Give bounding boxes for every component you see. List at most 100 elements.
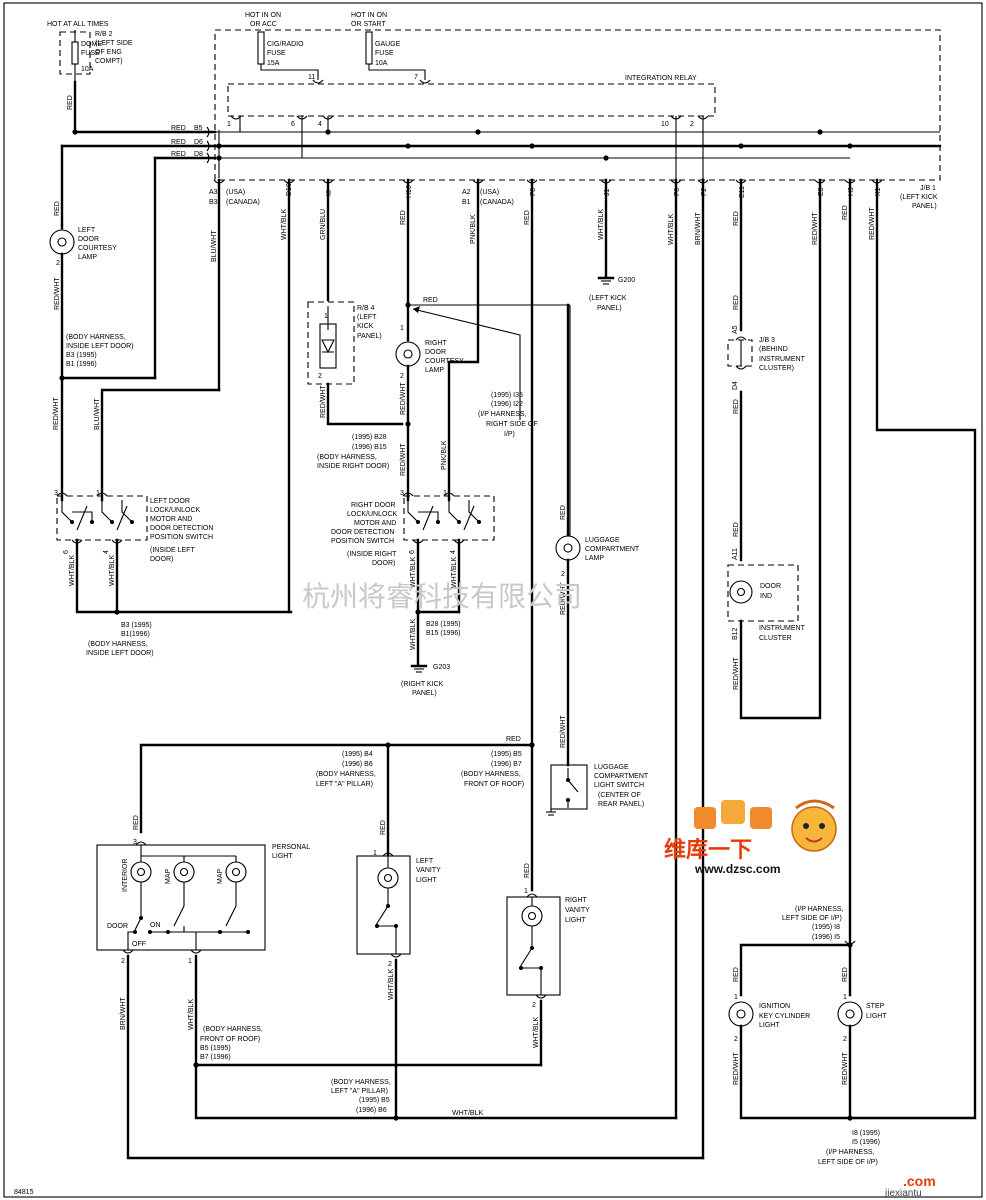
svg-text:J1: J1 (604, 189, 611, 197)
wire-label-whtblk-right-vanity: WHT/BLK (533, 1017, 540, 1048)
svg-text:INSTRUMENT: INSTRUMENT (759, 356, 806, 363)
svg-text:6: 6 (63, 550, 70, 554)
svg-text:DOOR: DOOR (425, 349, 446, 356)
svg-text:(1995) I8: (1995) I8 (812, 924, 840, 931)
svg-text:I/P): I/P) (504, 431, 515, 438)
right-door-switch-box (403, 495, 495, 541)
svg-text:3: 3 (54, 490, 58, 497)
g203-label: G203 (433, 664, 450, 671)
svg-text:6: 6 (291, 121, 295, 128)
wire-label-grnblu: GRN/BLU (320, 209, 327, 240)
wire-label-red-personal: RED (133, 815, 140, 830)
wire-label-whtblk-right-4: WHT/BLK (451, 557, 458, 588)
ground-g203-icon (410, 664, 428, 673)
ignition-light-symbol (728, 1001, 754, 1027)
personal-light-feed: RED (1995) B4 (1996) B6 (BODY HARNESS, L… (133, 736, 534, 834)
corner-url-text: jiexiantu (884, 1188, 922, 1199)
svg-text:2: 2 (532, 1002, 536, 1009)
personal-light-box (96, 844, 266, 951)
map-lamp-1-symbol (173, 861, 195, 883)
wire-label-redwht-ignition: RED/WHT (733, 1052, 740, 1085)
svg-text:(1995) B5: (1995) B5 (359, 1097, 390, 1104)
svg-text:VANITY: VANITY (565, 907, 590, 914)
wire-label-bluwht-switch: BLU/WHT (94, 398, 101, 430)
svg-text:POSITION SWITCH: POSITION SWITCH (331, 538, 394, 545)
wire-label-whtblk-d10: WHT/BLK (281, 209, 288, 240)
luggage-switch-box (550, 764, 588, 810)
svg-text:10: 10 (661, 121, 669, 128)
svg-text:B5 (1995): B5 (1995) (200, 1045, 231, 1052)
svg-text:LIGHT SWITCH: LIGHT SWITCH (594, 782, 644, 789)
hot-start-label: HOT IN ON (351, 12, 387, 19)
jb1-label-2: (LEFT KICK (900, 194, 938, 201)
svg-text:LEFT "A" PILLAR): LEFT "A" PILLAR) (331, 1088, 388, 1095)
diagram-border (3, 2, 983, 1198)
svg-text:A11: A11 (732, 548, 739, 560)
svg-text:H9: H9 (848, 187, 855, 196)
f6-f2-returns: WHT/BLK BRN/WHT (668, 178, 705, 1160)
luggage-switch-ground-icon (546, 809, 556, 816)
wire-label-whtblk-left-vanity: WHT/BLK (388, 969, 395, 1000)
logo-banner-text: 维库一下 (664, 837, 752, 862)
wire-label-red-roof: RED (506, 736, 521, 743)
svg-text:1: 1 (324, 313, 328, 320)
dome-fuse-label-2: FUSE (81, 50, 100, 57)
svg-text:MOTOR AND: MOTOR AND (150, 516, 192, 523)
ground-g200-icon (597, 276, 615, 285)
svg-text:(LEFT KICK: (LEFT KICK (589, 295, 627, 302)
corner-watermark: .com jiexiantu (884, 1173, 936, 1199)
svg-text:(1995) B4: (1995) B4 (342, 751, 373, 758)
figure-number: 84815 (14, 1189, 34, 1196)
wire-label-redwht-e3: RED/WHT (812, 212, 819, 245)
svg-text:2: 2 (388, 961, 392, 968)
company-watermark: 杭州将睿科技有限公司 (302, 580, 582, 613)
svg-text:LEFT SIDE OF I/P): LEFT SIDE OF I/P) (818, 1159, 878, 1166)
svg-text:2: 2 (56, 260, 60, 267)
svg-text:E3: E3 (818, 187, 825, 196)
luggage-switch-label: LUGGAGE (594, 764, 629, 771)
hot-at-all-times-label: HOT AT ALL TIMES (47, 21, 109, 28)
jb1-label-3: PANEL) (912, 203, 937, 210)
svg-text:LEFT "A" PILLAR): LEFT "A" PILLAR) (316, 781, 373, 788)
svg-text:I8 (1995): I8 (1995) (852, 1130, 880, 1137)
svg-text:1: 1 (734, 994, 738, 1001)
svg-text:DOOR DETECTION: DOOR DETECTION (331, 529, 394, 536)
personal-light-label: PERSONAL (272, 844, 310, 851)
svg-text:INSIDE LEFT DOOR): INSIDE LEFT DOOR) (66, 343, 134, 350)
wire-label-bluwht-jb: BLU/WHT (211, 230, 218, 262)
wire-label-red-h9: RED (842, 205, 849, 220)
svg-text:B5: B5 (194, 125, 203, 132)
svg-text:CLUSTER): CLUSTER) (759, 365, 794, 372)
svg-text:KEY CYLINDER: KEY CYLINDER (759, 1013, 810, 1020)
svg-text:2: 2 (318, 373, 322, 380)
map-1-label: MAP (165, 869, 172, 885)
wire-label-red-h10: RED (400, 210, 407, 225)
svg-text:2: 2 (843, 1036, 847, 1043)
wire-label-brnwht-personal: BRN/WHT (120, 997, 127, 1030)
svg-text:B28 (1995): B28 (1995) (426, 621, 461, 628)
svg-text:(1995) I35: (1995) I35 (491, 392, 523, 399)
luggage-lamp-label: LUGGAGE (585, 537, 620, 544)
wire-label-red-d6: RED (171, 139, 186, 146)
g200-ground-circuit: WHT/BLK G200 (LEFT KICK PANEL) (589, 178, 635, 312)
svg-text:6: 6 (409, 550, 416, 554)
svg-text:LEFT SIDE OF I/P): LEFT SIDE OF I/P) (782, 915, 842, 922)
rb4-diode-body (319, 323, 337, 369)
svg-text:(I/P HARNESS,: (I/P HARNESS, (826, 1149, 875, 1156)
svg-text:COMPARTMENT: COMPARTMENT (585, 546, 640, 553)
g200-label: G200 (618, 277, 635, 284)
svg-text:(BODY HARNESS,: (BODY HARNESS, (317, 454, 377, 461)
svg-text:B12: B12 (732, 627, 739, 640)
svg-text:H10: H10 (406, 185, 413, 198)
svg-text:D8: D8 (194, 151, 203, 158)
svg-text:F8: F8 (530, 188, 537, 196)
rb2-label-3: OF ENG (95, 49, 122, 56)
interior-lamp-symbol (130, 861, 152, 883)
svg-text:COURTESY: COURTESY (425, 358, 464, 365)
svg-text:B1 (1996): B1 (1996) (66, 361, 97, 368)
svg-text:(1996) B15: (1996) B15 (352, 444, 387, 451)
step-light-symbol (837, 1001, 863, 1027)
gauge-fuse-label-2: FUSE (375, 50, 394, 57)
